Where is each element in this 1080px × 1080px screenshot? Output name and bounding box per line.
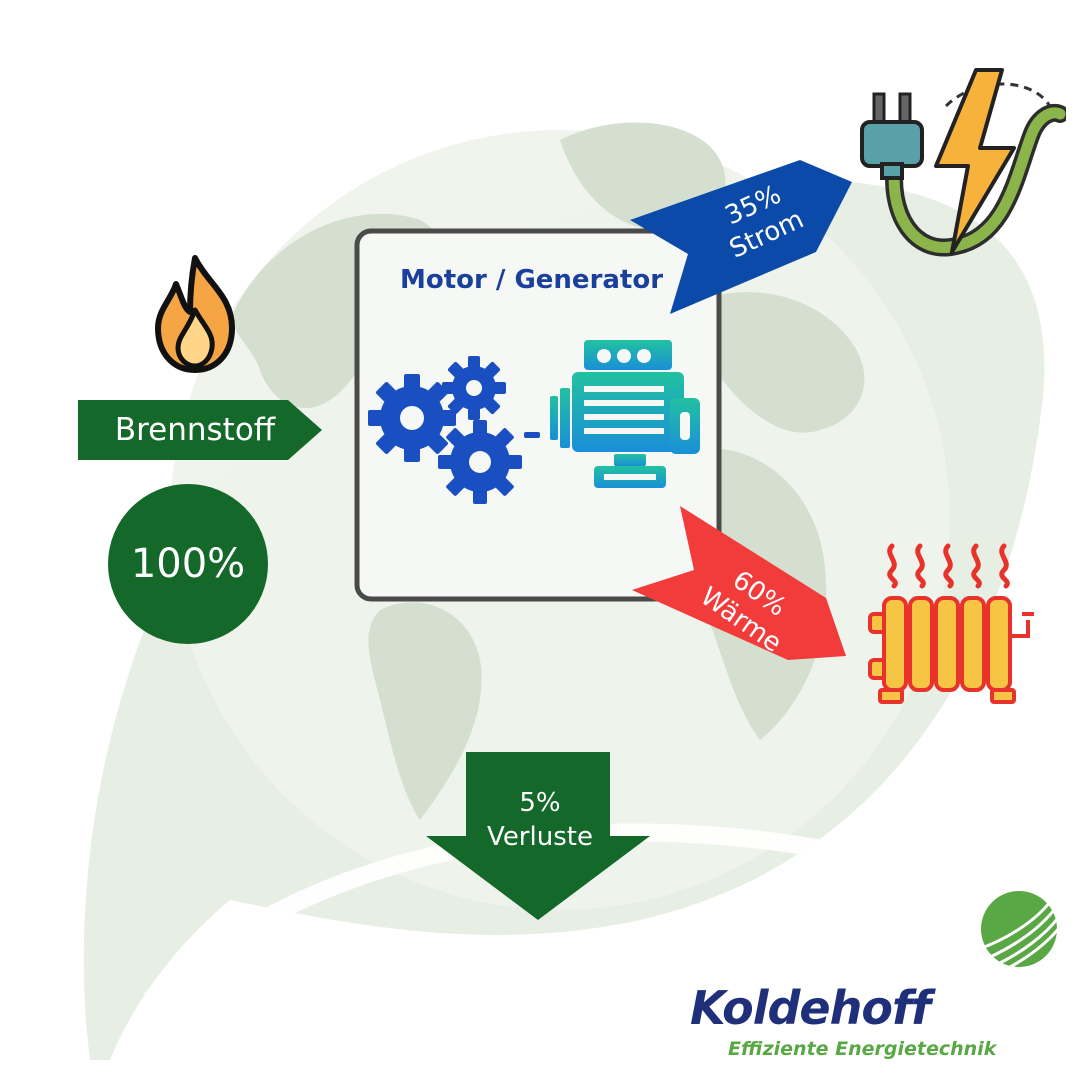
continent-south-america <box>368 602 482 820</box>
motor-generator-box <box>354 228 722 602</box>
verluste-output-label: 5% Verluste <box>460 786 620 854</box>
verluste-percent: 5% <box>519 788 561 818</box>
gears-icon <box>368 356 540 504</box>
flame-icon <box>155 255 235 373</box>
plug-lightning-icon <box>860 68 1066 257</box>
koldehoff-logo-icon <box>981 891 1060 969</box>
verluste-arrow <box>426 752 650 920</box>
input-percent: 100% <box>130 541 246 587</box>
radiator-icon <box>868 543 1034 704</box>
brennstoff-arrow <box>78 400 322 460</box>
continent-europe <box>698 292 865 433</box>
waerme-arrow <box>632 506 846 660</box>
brand-name: Koldehoff <box>690 981 931 1035</box>
brennstoff-label: Brennstoff <box>114 412 276 448</box>
brand-tagline: Effiziente Energietechnik <box>728 1038 997 1060</box>
motor-generator-title: Motor / Generator <box>400 265 664 295</box>
input-percent-circle <box>108 484 268 644</box>
strom-arrow <box>630 160 852 314</box>
generator-icon <box>550 340 700 488</box>
verluste-text: Verluste <box>487 822 593 852</box>
